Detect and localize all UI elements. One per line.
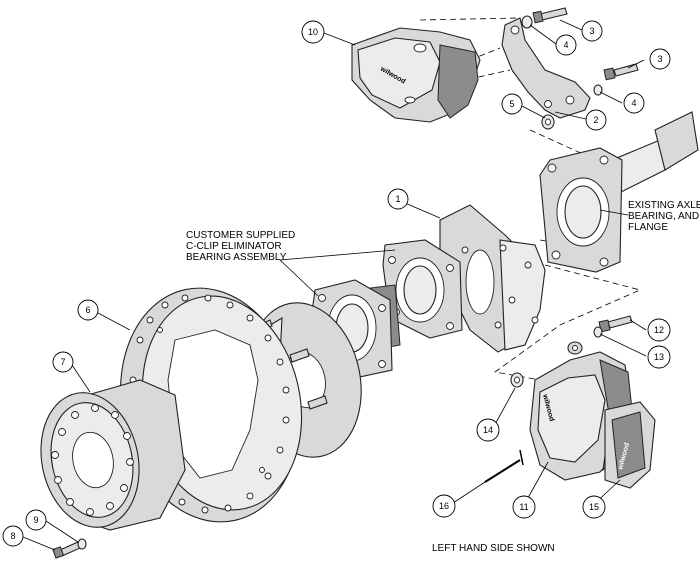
existing-axle [539, 111, 699, 273]
svg-text:3: 3 [589, 26, 594, 36]
callout-12: 12 [647, 318, 671, 342]
caliper-upper: wilwood [351, 27, 481, 123]
svg-text:CUSTOMER SUPPLIED: CUSTOMER SUPPLIED [186, 230, 295, 241]
bearing-housing-rear [382, 239, 463, 339]
svg-text:3: 3 [657, 54, 662, 64]
existing-axle-label: EXISTING AXLE, BEARING, AND FLANGE [628, 200, 700, 233]
svg-text:9: 9 [33, 515, 38, 525]
bracket-bolt-lower [593, 63, 639, 96]
callout-1: 1 [387, 188, 409, 210]
svg-text:6: 6 [85, 305, 90, 315]
svg-text:16: 16 [439, 501, 449, 511]
callout-9: 9 [25, 509, 47, 531]
washer-5 [541, 114, 555, 130]
svg-text:12: 12 [654, 325, 664, 335]
callout-16: 16 [432, 494, 456, 518]
svg-text:FLANGE: FLANGE [628, 222, 668, 233]
callout-4-lower: 4 [623, 92, 645, 114]
callout-3-upper: 3 [581, 20, 603, 42]
caliper-bolt-12 [598, 315, 633, 333]
callout-10: 10 [301, 20, 325, 44]
rotor-hat [40, 379, 186, 531]
callout-13: 13 [647, 345, 671, 369]
caliper-bracket [501, 17, 591, 119]
callout-8: 8 [2, 525, 24, 547]
caliper-lower: wilwood [529, 341, 633, 481]
svg-text:8: 8 [10, 531, 15, 541]
callout-leaders [22, 19, 647, 551]
svg-text:13: 13 [654, 352, 664, 362]
brake-bracket-1 [439, 204, 546, 353]
callout-11: 11 [512, 495, 536, 519]
brake-pads: wilwood [604, 401, 656, 489]
svg-text:4: 4 [563, 40, 568, 50]
bracket-bolt-upper [521, 7, 568, 29]
svg-text:14: 14 [483, 425, 493, 435]
svg-text:4: 4 [631, 98, 636, 108]
svg-text:11: 11 [519, 502, 528, 512]
svg-text:BEARING, AND: BEARING, AND [628, 211, 699, 222]
svg-text:5: 5 [509, 99, 514, 109]
callout-7: 7 [52, 351, 74, 373]
svg-text:1: 1 [395, 194, 400, 204]
callout-6: 6 [77, 299, 99, 321]
callout-15: 15 [582, 495, 606, 519]
callout-4-upper: 4 [555, 34, 577, 56]
svg-text:10: 10 [308, 27, 318, 37]
svg-text:EXISTING AXLE,: EXISTING AXLE, [628, 200, 700, 211]
svg-text:C-CLIP ELIMINATOR: C-CLIP ELIMINATOR [186, 241, 282, 252]
callout-5: 5 [501, 93, 523, 115]
customer-supplied-label: CUSTOMER SUPPLIED C-CLIP ELIMINATOR BEAR… [186, 230, 295, 263]
left-hand-side-note: LEFT HAND SIDE SHOWN [432, 543, 555, 554]
caliper-washer-14 [510, 372, 524, 388]
hat-holes [51, 404, 134, 516]
callout-3-lower: 3 [649, 48, 671, 70]
callout-2: 2 [585, 109, 607, 131]
svg-text:7: 7 [60, 357, 65, 367]
svg-text:2: 2 [593, 115, 598, 125]
retaining-pin-16 [484, 449, 524, 483]
callout-14: 14 [476, 418, 500, 442]
hat-bolt-8 [52, 541, 81, 559]
svg-text:15: 15 [589, 502, 599, 512]
svg-text:BEARING ASSEMBLY: BEARING ASSEMBLY [186, 252, 287, 263]
hat-washer-9 [77, 538, 87, 550]
caliper-washer-13 [593, 326, 603, 338]
